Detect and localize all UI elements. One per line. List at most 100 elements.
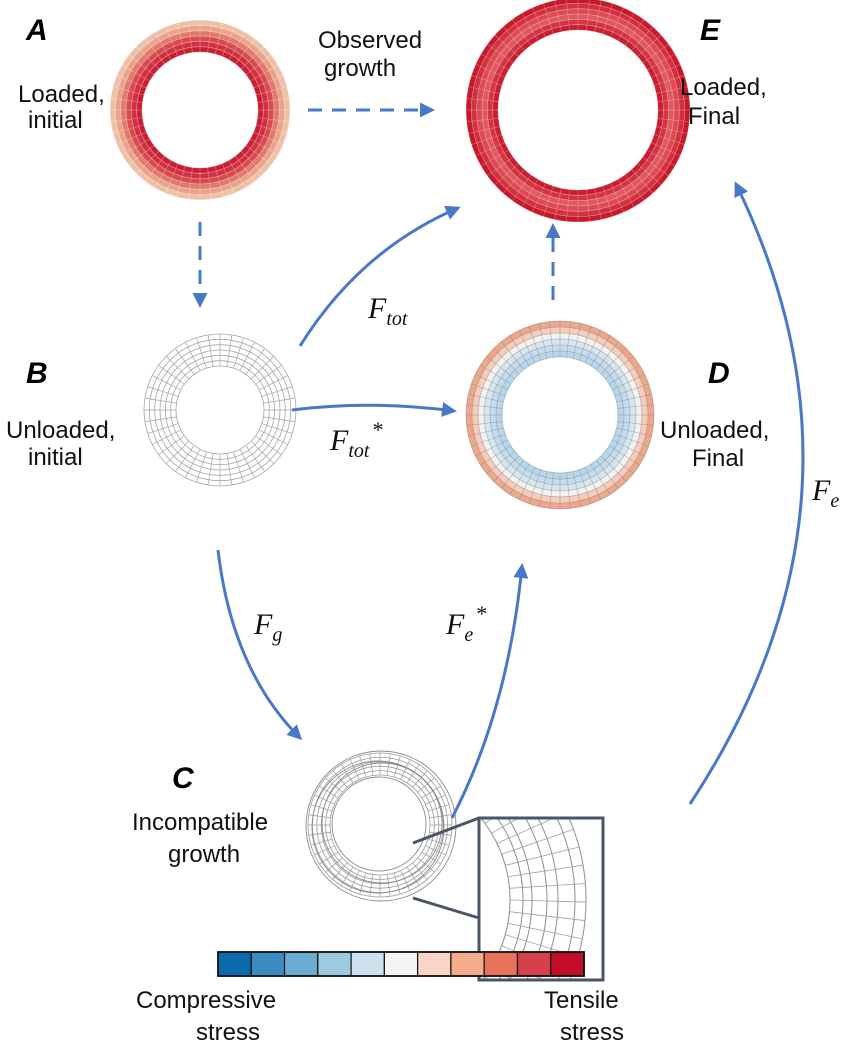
mesh-spoke <box>642 43 669 64</box>
panel-C-line1: Incompatible <box>132 809 268 836</box>
mesh-spoke <box>657 118 690 123</box>
mesh-spoke <box>239 342 255 371</box>
mesh-spoke <box>475 373 508 391</box>
mesh-spoke <box>221 163 235 194</box>
ring-layer <box>321 766 439 884</box>
mesh-circle <box>477 332 643 498</box>
mesh-spoke <box>259 429 288 445</box>
mesh-spoke <box>509 335 530 367</box>
mesh-spoke <box>187 20 193 53</box>
mesh-spoke <box>261 423 293 434</box>
panel-letter-B: B <box>26 357 48 390</box>
mesh-spoke <box>511 19 532 46</box>
mesh-circle <box>175 365 265 455</box>
mesh-circle <box>120 30 280 190</box>
mesh-spoke <box>261 386 293 397</box>
mesh-spoke <box>502 169 525 194</box>
mesh-spoke <box>158 435 185 455</box>
mesh-spoke <box>616 393 652 403</box>
mesh-spoke <box>144 155 165 182</box>
mesh-spoke <box>158 365 185 385</box>
mesh-spoke <box>144 38 165 65</box>
ring-loaded-final <box>465 0 691 223</box>
mesh-spoke <box>253 75 284 89</box>
mesh-spoke <box>594 0 602 32</box>
mesh-spoke <box>165 26 179 57</box>
panel-B-line2: initial <box>28 444 83 471</box>
mesh-spoke <box>314 794 335 805</box>
mesh-spoke <box>406 866 420 886</box>
label-F-g: Fg <box>253 608 282 646</box>
panel-letter-E: E <box>700 14 721 47</box>
mesh-circle-offset <box>311 760 445 894</box>
mesh-spoke <box>427 838 450 846</box>
panel-C-line2: growth <box>168 841 240 868</box>
mesh-spoke <box>521 179 539 208</box>
mesh-spoke <box>332 770 348 788</box>
mesh-spoke <box>511 174 532 201</box>
colorbar-cell <box>383 951 419 977</box>
mesh-spoke <box>239 449 255 478</box>
mesh-spoke <box>584 330 602 363</box>
mesh-spoke <box>475 64 506 78</box>
panel-E-line1: Loaded, <box>680 74 767 101</box>
inset-spoke <box>484 976 491 980</box>
mesh-spoke <box>144 416 177 423</box>
mesh-spoke <box>112 124 145 134</box>
panel-letter-C: C <box>172 762 195 795</box>
mesh-spoke <box>653 134 685 145</box>
arrow-F-e <box>688 181 805 805</box>
mesh-spoke <box>319 785 339 799</box>
mesh-spoke <box>235 38 256 65</box>
mesh-spoke <box>144 397 177 404</box>
mesh-spoke <box>502 26 525 51</box>
legend-left-line2: stress <box>196 1019 260 1046</box>
panel-letter-D: D <box>708 357 730 390</box>
mesh-spoke <box>386 874 391 897</box>
mesh-spoke <box>393 872 401 895</box>
colorbar-cell <box>450 951 485 977</box>
mesh-spoke <box>549 321 554 358</box>
mesh-spoke <box>528 326 542 361</box>
ring-layer <box>471 3 685 217</box>
mesh-spoke <box>175 445 195 472</box>
mesh-spoke <box>578 326 592 361</box>
mesh-spoke <box>185 449 201 478</box>
mesh-spoke <box>121 64 150 82</box>
mesh-spoke <box>480 445 512 466</box>
mesh-spoke <box>494 163 519 186</box>
arrow-F-tot-star <box>291 402 457 417</box>
ring-layer <box>466 0 690 222</box>
mesh-spoke <box>112 86 145 96</box>
arrow-F-tot <box>298 205 461 347</box>
mesh-spoke <box>340 866 354 886</box>
inset-connector-bottom <box>412 896 480 920</box>
panel-D-line2: Final <box>692 445 744 472</box>
mesh-spoke <box>614 383 649 397</box>
mesh-circle-offset <box>321 762 443 884</box>
mesh-spoke <box>263 416 296 423</box>
mesh-circle <box>495 350 625 480</box>
mesh-spoke <box>400 870 411 891</box>
mesh-spoke <box>612 373 645 391</box>
mesh-spoke <box>245 348 265 375</box>
colorbar-cell <box>283 951 319 977</box>
ring-layer <box>325 770 435 880</box>
inset-connector-top <box>412 816 480 845</box>
colorbar-cell <box>350 951 385 977</box>
mesh-spoke <box>240 46 264 70</box>
mesh-spoke <box>590 335 611 367</box>
mesh-spoke <box>412 862 428 880</box>
mesh-spoke <box>608 445 640 466</box>
mesh-spoke <box>175 348 195 375</box>
mesh-spoke <box>656 126 688 134</box>
mesh-spoke <box>614 433 649 447</box>
legend-right-line2: stress <box>560 1019 624 1046</box>
mesh-spoke <box>421 785 441 799</box>
mesh-circle <box>141 51 259 169</box>
mesh-spoke <box>493 455 520 482</box>
inset-spoke <box>496 818 555 844</box>
inset-spoke <box>491 818 520 834</box>
mesh-spoke <box>468 427 504 437</box>
mesh-spoke <box>631 26 654 51</box>
